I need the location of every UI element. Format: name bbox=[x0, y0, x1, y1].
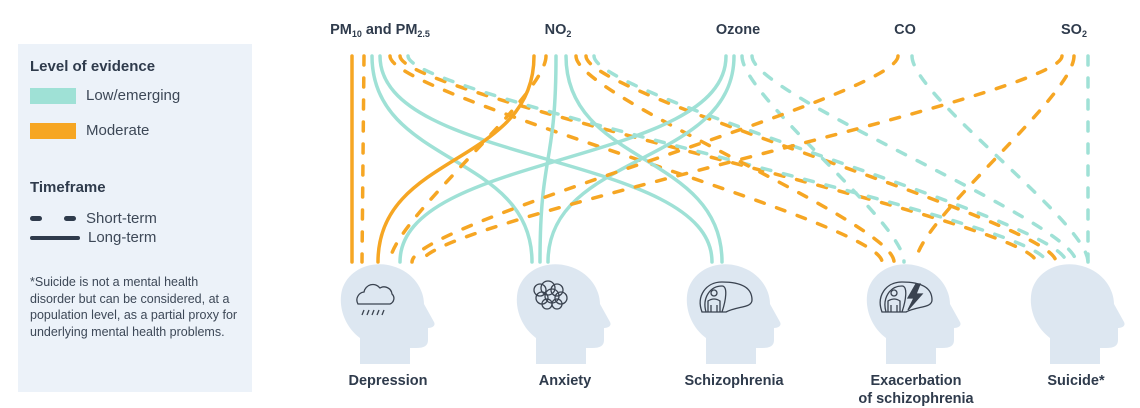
head-schizophrenia bbox=[686, 264, 781, 364]
tangled-scribble-icon bbox=[533, 280, 568, 310]
person-in-brain-icon bbox=[699, 281, 753, 313]
pollutant-label-pm: PM10 and PM2.5 bbox=[330, 22, 430, 39]
moderate-evidence-swatch bbox=[30, 122, 76, 139]
link-co-suicide-low-short bbox=[910, 54, 1090, 264]
outcome-label-suicide: Suicide* bbox=[1047, 373, 1105, 389]
pollutant-label-so2: SO2 bbox=[1061, 22, 1087, 39]
dashed-line-icon bbox=[30, 215, 76, 222]
head-exacerbation bbox=[866, 264, 961, 364]
head-silhouette-icon bbox=[340, 264, 435, 364]
legend-label-moderate: Moderate bbox=[86, 122, 150, 139]
legend-item-moderate: Moderate bbox=[30, 122, 240, 139]
link-so2-depression-moderate-short bbox=[420, 54, 1064, 264]
head-suicide bbox=[1030, 264, 1125, 364]
legend-label-short: Short-term bbox=[86, 210, 157, 227]
head-silhouette-icon bbox=[866, 264, 961, 364]
link-so2-exacerbation-moderate-short bbox=[914, 54, 1076, 264]
low-evidence-swatch bbox=[30, 87, 76, 104]
legend-label-long: Long-term bbox=[88, 229, 157, 246]
link-no2-suicide-moderate-short bbox=[584, 54, 1058, 264]
legend-item-long-term: Long-term bbox=[30, 229, 240, 246]
link-no2-anxiety-low-long bbox=[538, 54, 558, 264]
legend-evidence-title: Level of evidence bbox=[30, 58, 156, 75]
link-pm-suicide-low-short bbox=[406, 54, 1048, 264]
legend-item-low: Low/emerging bbox=[30, 87, 240, 104]
pollutant-label-ozone: Ozone bbox=[715, 22, 761, 38]
head-depression bbox=[340, 264, 435, 364]
link-pm-anxiety-low-long bbox=[370, 54, 534, 264]
link-co-depression-moderate-short bbox=[410, 54, 900, 264]
link-ozone-depression-low-long bbox=[398, 54, 728, 264]
head-silhouette-icon bbox=[686, 264, 781, 364]
legend-item-short-term: Short-term bbox=[30, 210, 240, 227]
pollutant-label-no2: NO2 bbox=[544, 22, 572, 39]
link-pm-exacerbation-moderate-short bbox=[388, 54, 884, 264]
outcome-label-schizophrenia: Schizophrenia bbox=[684, 373, 784, 389]
legend-label-low: Low/emerging bbox=[86, 87, 181, 104]
link-pm-suicide-moderate-short bbox=[398, 54, 1038, 264]
person-lightning-brain-icon bbox=[879, 281, 933, 313]
link-ozone-anxiety-low-long bbox=[546, 54, 736, 264]
head-anxiety bbox=[516, 264, 611, 364]
heads-layer bbox=[340, 264, 1125, 364]
solid-line-icon bbox=[30, 235, 80, 240]
link-pm-depression-moderate-short bbox=[360, 54, 366, 264]
link-ozone-suicide-low-short bbox=[750, 54, 1078, 264]
link-pm-schizophrenia-low-long bbox=[378, 54, 714, 264]
outcome-label-depression: Depression bbox=[348, 373, 428, 389]
link-no2-exacerbation-moderate-short bbox=[574, 54, 896, 264]
head-silhouette-icon bbox=[516, 264, 611, 364]
outcome-label-anxiety: Anxiety bbox=[538, 373, 592, 389]
link-no2-suicide-low-short bbox=[592, 54, 1068, 264]
link-no2-depression-moderate-short bbox=[388, 54, 548, 264]
rain-cloud-icon bbox=[356, 283, 395, 316]
links-layer bbox=[350, 54, 1090, 264]
head-silhouette-icon bbox=[1030, 264, 1125, 364]
suicide-footnote: *Suicide is not a mental health disorder… bbox=[30, 275, 238, 339]
legend-timeframe-title: Timeframe bbox=[30, 179, 106, 196]
link-ozone-exacerbation-low-short bbox=[740, 54, 906, 264]
legend-panel: Level of evidence Low/emerging Moderate … bbox=[18, 44, 252, 392]
pollutant-label-co: CO bbox=[894, 22, 916, 38]
